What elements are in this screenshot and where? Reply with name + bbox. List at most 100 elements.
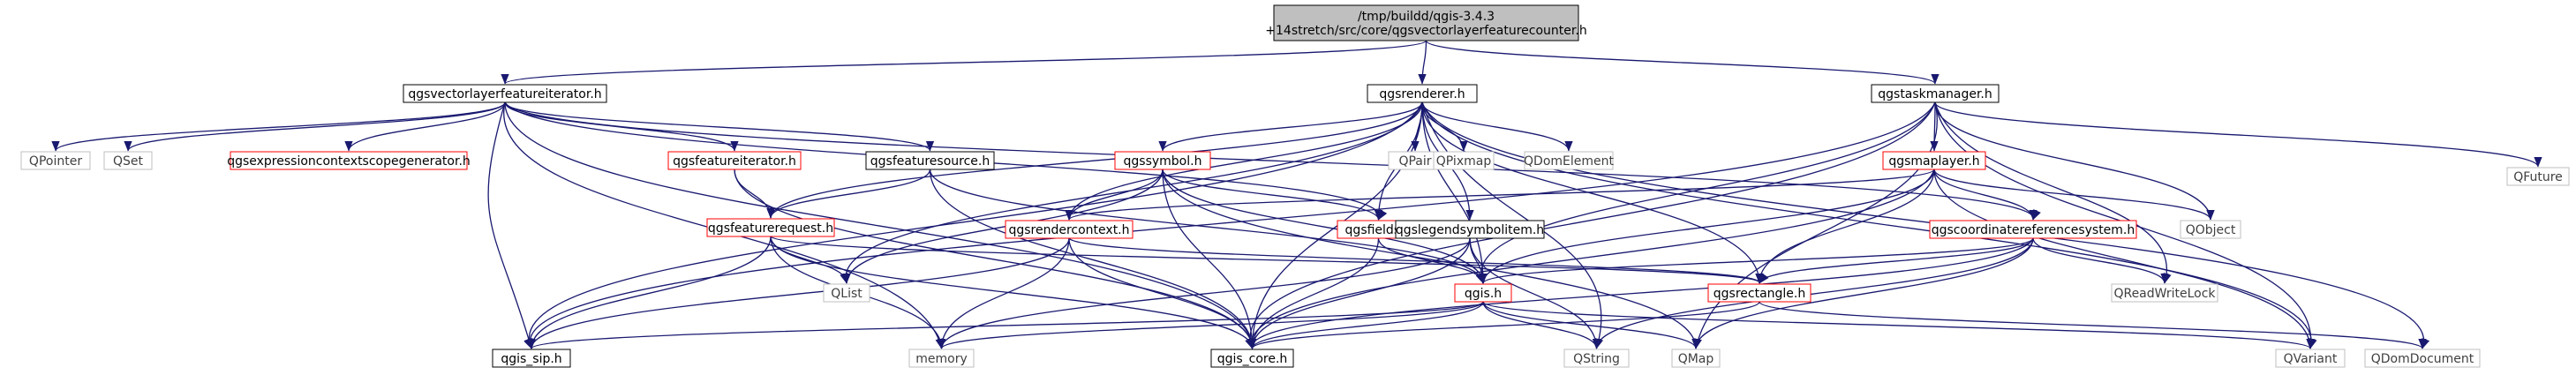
node-qgiscore[interactable]: qgis_core.h (1210, 349, 1294, 368)
edge-rect-to-qgiscore (1248, 301, 1760, 349)
node-box-memory (908, 349, 975, 368)
node-qvariant: QVariant (2275, 349, 2346, 368)
node-box-qgiscore (1210, 349, 1294, 368)
node-rendctx[interactable]: qgsrendercontext.h (1005, 220, 1134, 239)
node-box-vlfi (403, 84, 607, 103)
node-label-legsym: qgslegendsymbolitem.h (1396, 223, 1544, 237)
edge-taskmgr-to-qgiscore (1245, 101, 1936, 349)
edge-crs-to-rect (1755, 237, 2034, 284)
node-featiter[interactable]: qgsfeatureiterator.h (667, 151, 802, 170)
node-box-qvariant (2275, 349, 2346, 368)
edge-qgis-to-memory (938, 301, 1484, 349)
edge-renderer-to-featreq (766, 101, 1423, 219)
edge-vlfi-to-memory (503, 101, 944, 349)
node-root[interactable]: /tmp/buildd/qgis-3.4.3+14stretch/src/cor… (1265, 4, 1587, 41)
edge-taskmgr-to-qgis (1475, 101, 1936, 284)
edge-vlfi-to-exprgen (344, 101, 506, 152)
edge-featiter-to-featreq (734, 169, 775, 219)
edge-maplayer-to-qvariant (1933, 169, 2315, 349)
node-legsym[interactable]: qgslegendsymbolitem.h (1395, 220, 1545, 239)
edge-layer (51, 40, 2542, 349)
node-qgis[interactable]: qgis.h (1454, 283, 1512, 303)
node-box-qlist (823, 283, 870, 303)
edge-taskmgr-to-qrwlock (1934, 101, 2172, 284)
edge-qgis-to-qstring (1482, 301, 1601, 349)
node-label-root-0: /tmp/buildd/qgis-3.4.3 (1358, 10, 1495, 24)
edge-renderer-to-qlist (840, 101, 1423, 284)
edge-renderer-to-qpixmap (1421, 101, 1468, 152)
edge-qgis-to-qvariant (1482, 301, 2315, 349)
node-box-qrwlock (2111, 283, 2218, 303)
node-label-featreq: qgsfeaturerequest.h (708, 221, 833, 236)
edge-renderer-to-symbol (1158, 101, 1423, 152)
node-box-qgissip (492, 349, 571, 368)
node-label-crs: qgscoordinatereferencesystem.h (1932, 223, 2135, 237)
node-memory: memory (908, 349, 975, 368)
edge-symbol-to-qlist (842, 169, 1164, 284)
edge-taskmgr-to-maplayer (1930, 101, 1939, 152)
node-rect[interactable]: qgsrectangle.h (1707, 283, 1811, 303)
node-box-crs (1929, 220, 2137, 239)
node-qset: QSet (103, 151, 153, 170)
node-label-featsrc: qgsfeaturesource.h (870, 154, 990, 169)
edge-root-to-renderer (1418, 40, 1427, 85)
edge-vlfi-to-qgiscore (504, 101, 1257, 349)
edge-fields-to-qgiscore (1247, 237, 1380, 349)
node-label-memory: memory (915, 352, 968, 366)
edge-symbol-to-qmap (1162, 169, 1700, 349)
node-box-qmap (1671, 349, 1721, 368)
node-box-qfuture (2506, 167, 2570, 186)
node-box-qset (103, 151, 153, 170)
edge-vlfi-to-qset (124, 101, 506, 152)
node-box-taskmgr (1871, 84, 2000, 103)
node-box-root (1273, 4, 1579, 41)
node-taskmgr[interactable]: qgstaskmanager.h (1871, 84, 2000, 103)
node-exprgen[interactable]: qgsexpressioncontextscopegenerator.h (227, 151, 471, 170)
node-label-qlist: QList (831, 287, 862, 301)
edge-featreq-to-qgiscore (770, 236, 1257, 349)
node-box-exprgen (230, 151, 468, 170)
edge-vlfi-to-qgissip (487, 101, 533, 349)
edge-qgis-to-qgiscore (1247, 301, 1484, 349)
node-label-qpair: QPair (1398, 154, 1431, 169)
node-label-rect: qgsrectangle.h (1714, 287, 1805, 301)
edge-fields-to-qgis (1377, 237, 1488, 284)
node-featreq[interactable]: qgsfeaturerequest.h (706, 218, 835, 237)
node-qobject: QObject (2180, 220, 2241, 239)
edge-renderer-to-qvariant (1421, 101, 2317, 349)
edge-featreq-to-rect (770, 236, 1769, 284)
edge-renderer-to-qdomdoc (1421, 101, 2430, 349)
edge-renderer-to-qdomelement (1421, 101, 1573, 152)
node-box-rendctx (1005, 220, 1134, 239)
node-box-symbol (1114, 151, 1211, 170)
node-label-qgiscore: qgis_core.h (1217, 352, 1288, 366)
edge-rendctx-to-qgissip (527, 237, 1070, 349)
edge-rendctx-to-memory (937, 237, 1070, 349)
node-featsrc[interactable]: qgsfeaturesource.h (865, 151, 995, 170)
node-label-symbol: qgssymbol.h (1124, 154, 1202, 169)
edge-crs-to-qmap (1691, 237, 2034, 349)
edge-rect-to-qdomdoc (1759, 301, 2427, 349)
edge-qgis-to-qgissip (527, 301, 1484, 349)
node-box-featreq (706, 218, 835, 237)
node-box-renderer (1367, 84, 1478, 103)
node-vlfi[interactable]: qgsvectorlayerfeatureiterator.h (403, 84, 607, 103)
edge-symbol-to-fields (1162, 169, 1383, 221)
node-label-qpointer: QPointer (29, 154, 82, 169)
node-maplayer[interactable]: qgsmaplayer.h (1882, 151, 1986, 170)
node-qgissip[interactable]: qgis_sip.h (492, 349, 571, 368)
node-label-qrwlock: QReadWriteLock (2113, 287, 2216, 301)
node-label-qmap: QMap (1678, 352, 1714, 366)
node-box-legsym (1395, 220, 1545, 239)
node-label-qpixmap: QPixmap (1436, 154, 1492, 169)
node-box-featsrc (865, 151, 995, 170)
edge-maplayer-to-rendctx (1065, 169, 1935, 221)
node-box-qstring (1563, 349, 1630, 368)
edge-maplayer-to-qobject (1933, 169, 2215, 221)
edge-featsrc-to-qgiscore (929, 169, 1257, 349)
node-symbol[interactable]: qgssymbol.h (1114, 151, 1211, 170)
edge-featreq-to-qgissip (527, 236, 772, 349)
node-crs[interactable]: qgscoordinatereferencesystem.h (1929, 220, 2137, 239)
node-renderer[interactable]: qgsrenderer.h (1367, 84, 1478, 103)
